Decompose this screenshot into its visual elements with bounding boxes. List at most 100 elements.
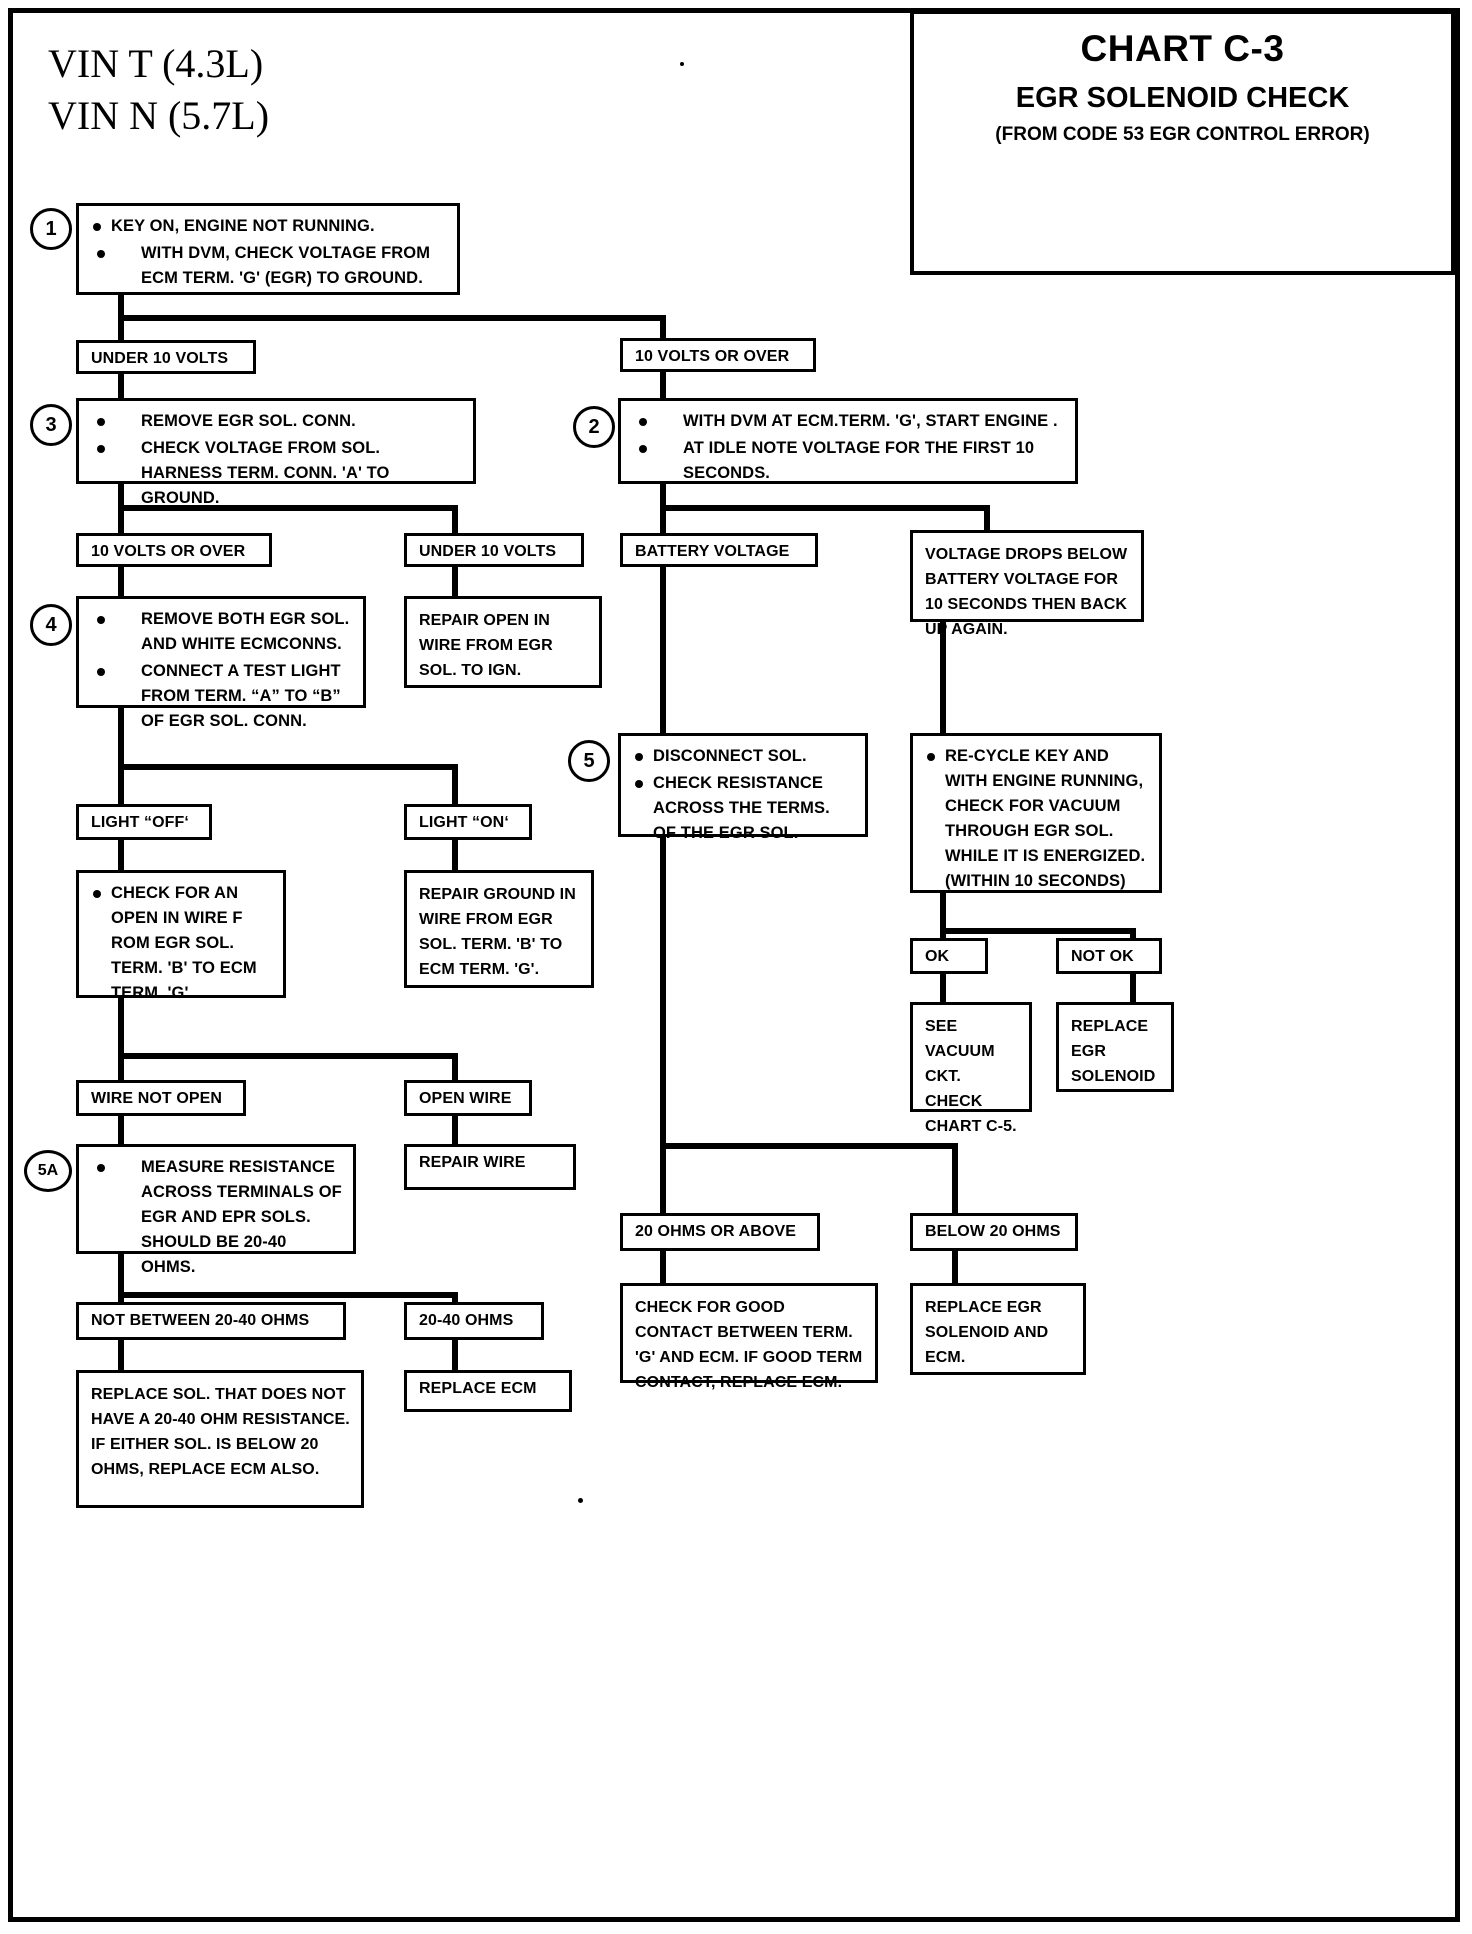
label-ok: OK bbox=[910, 938, 988, 974]
label-under-10-volts-a: UNDER 10 VOLTS bbox=[76, 340, 256, 374]
label-wire-not-open: WIRE NOT OPEN bbox=[76, 1080, 246, 1116]
line-s5-split bbox=[660, 1143, 958, 1149]
step-5a-box: MEASURE RESISTANCE ACROSS TERMINALS OF E… bbox=[76, 1144, 356, 1276]
step-1-bullet-1: KEY ON, ENGINE NOT RUNNING. bbox=[89, 214, 449, 239]
label-20-ohms-or-above: 20 OHMS OR ABOVE bbox=[620, 1213, 820, 1251]
line-checkopen-down bbox=[118, 998, 124, 1060]
result-recycle-key: RE-CYCLE KEY AND WITH ENGINE RUNNING, CH… bbox=[923, 744, 1151, 894]
label-below-20-ohms: BELOW 20 OHMS bbox=[910, 1213, 1078, 1251]
result-repair-ground: REPAIR GROUND IN WIRE FROM EGR SOL. TERM… bbox=[404, 870, 594, 988]
line-s4-right-drop bbox=[452, 764, 458, 804]
line-s4-down bbox=[118, 708, 124, 770]
page-border bbox=[8, 8, 1460, 1922]
line-s3-down bbox=[118, 484, 124, 512]
step-1-box: KEY ON, ENGINE NOT RUNNING. WITH DVM, CH… bbox=[76, 203, 460, 295]
line-ohms-above-drop bbox=[660, 1143, 666, 1215]
line-wirenotopen-drop bbox=[118, 1053, 124, 1085]
step-5-bullet-2: CHECK RESISTANCE ACROSS THE TERMS. OF TH… bbox=[631, 771, 857, 846]
result-voltage-drops: VOLTAGE DROPS BELOW BATTERY VOLTAGE FOR … bbox=[910, 530, 1144, 638]
line-over10b-down bbox=[118, 567, 124, 597]
label-not-ok: NOT OK bbox=[1056, 938, 1162, 974]
step-2-number: 2 bbox=[573, 406, 615, 448]
line-light-off-down bbox=[118, 840, 124, 872]
line-s1-split bbox=[118, 315, 666, 321]
vin-line-2: VIN N (5.7L) bbox=[48, 93, 270, 138]
result-repair-open-ign: REPAIR OPEN IN WIRE FROM EGR SOL. TO IGN… bbox=[404, 596, 602, 688]
line-s4-left-drop bbox=[118, 764, 124, 804]
step-3-box: REMOVE EGR SOL. CONN. CHECK VOLTAGE FROM… bbox=[76, 398, 476, 507]
line-recycle-down bbox=[940, 893, 946, 935]
label-open-wire: OPEN WIRE bbox=[404, 1080, 532, 1116]
label-battery-voltage: BATTERY VOLTAGE bbox=[620, 533, 818, 567]
scan-speck-2 bbox=[578, 1498, 583, 1503]
step-4-bullet-1: REMOVE BOTH EGR SOL. AND WHITE ECMCONNS. bbox=[89, 607, 355, 657]
line-s1-down bbox=[118, 295, 124, 321]
result-repair-wire: REPAIR WIRE bbox=[404, 1144, 576, 1190]
line-under10b-down bbox=[452, 567, 458, 597]
step-2-box: WITH DVM AT ECM.TERM. 'G', START ENGINE … bbox=[618, 398, 1078, 484]
result-replace-sol-not: REPLACE SOL. THAT DOES NOT HAVE A 20-40 … bbox=[76, 1370, 364, 1508]
step-1-number: 1 bbox=[30, 208, 72, 250]
label-10-volts-or-over-b: 10 VOLTS OR OVER bbox=[76, 533, 272, 567]
step-1-bullet-2: WITH DVM, CHECK VOLTAGE FROM ECM TERM. '… bbox=[89, 241, 449, 291]
line-s2-split bbox=[660, 505, 990, 511]
line-s1-right-drop bbox=[660, 315, 666, 340]
line-s3-left-drop bbox=[118, 505, 124, 535]
step-5-number: 5 bbox=[568, 740, 610, 782]
result-check-open-wire-box: CHECK FOR AN OPEN IN WIRE F ROM EGR SOL.… bbox=[76, 870, 286, 1002]
line-s5a-split bbox=[118, 1292, 458, 1298]
line-s5-down bbox=[660, 837, 666, 1149]
chart-title: EGR SOLENOID CHECK bbox=[1015, 82, 1350, 114]
step-5a-bullet-1: MEASURE RESISTANCE ACROSS TERMINALS OF E… bbox=[89, 1155, 345, 1280]
line-ohms-below-drop bbox=[952, 1143, 958, 1215]
line-s4-split bbox=[118, 764, 458, 770]
line-s3-right-drop bbox=[452, 505, 458, 535]
vin-line-1: VIN T (4.3L) bbox=[48, 41, 264, 86]
line-s2-right-drop bbox=[984, 505, 990, 535]
step-5-bullet-1: DISCONNECT SOL. bbox=[631, 744, 857, 769]
label-light-on: LIGHT “ON‘ bbox=[404, 804, 532, 840]
chart-number: CHART C-3 bbox=[1080, 28, 1285, 69]
label-10-volts-or-over-a: 10 VOLTS OR OVER bbox=[620, 338, 816, 372]
step-2-bullet-2: AT IDLE NOTE VOLTAGE FOR THE FIRST 10 SE… bbox=[631, 436, 1067, 486]
line-s3-split bbox=[118, 505, 458, 511]
line-openwire-drop bbox=[452, 1053, 458, 1085]
step-3-bullet-2: CHECK VOLTAGE FROM SOL. HARNESS TERM. CO… bbox=[89, 436, 465, 511]
line-wirenotopen-down bbox=[118, 1116, 124, 1148]
line-over10a-down bbox=[660, 372, 666, 398]
step-4-bullet-2: CONNECT A TEST LIGHT FROM TERM. “A” TO “… bbox=[89, 659, 355, 734]
line-ok-down bbox=[940, 974, 946, 1004]
line-between-down bbox=[452, 1340, 458, 1372]
line-wire-split bbox=[118, 1053, 458, 1059]
step-5a-number: 5A bbox=[24, 1150, 72, 1192]
label-20-40-ohms: 20-40 OHMS bbox=[404, 1302, 544, 1340]
step-5-box: DISCONNECT SOL. CHECK RESISTANCE ACROSS … bbox=[618, 733, 868, 842]
step-2-bullet-1: WITH DVM AT ECM.TERM. 'G', START ENGINE … bbox=[631, 409, 1067, 434]
line-battery-voltage-down bbox=[660, 567, 666, 735]
step-3-bullet-1: REMOVE EGR SOL. CONN. bbox=[89, 409, 465, 434]
line-s2-left-drop bbox=[660, 505, 666, 535]
line-voltage-drops-down bbox=[940, 622, 946, 737]
line-openwire-down bbox=[452, 1116, 458, 1148]
label-not-between-20-40-ohms: NOT BETWEEN 20-40 OHMS bbox=[76, 1302, 346, 1340]
line-s5a-down bbox=[118, 1254, 124, 1300]
label-under-10-volts-b: UNDER 10 VOLTS bbox=[404, 533, 584, 567]
line-light-on-down bbox=[452, 840, 458, 872]
result-replace-egr-and-ecm: REPLACE EGR SOLENOID AND ECM. bbox=[910, 1283, 1086, 1375]
line-s2-down bbox=[660, 484, 666, 512]
chart-title-box: CHART C-3 EGR SOLENOID CHECK (FROM CODE … bbox=[910, 10, 1455, 275]
chart-subtitle: (FROM CODE 53 EGR CONTROL ERROR) bbox=[995, 124, 1370, 145]
result-check-open-wire: CHECK FOR AN OPEN IN WIRE F ROM EGR SOL.… bbox=[89, 881, 275, 1006]
line-s1-left-drop bbox=[118, 315, 124, 342]
step-4-box: REMOVE BOTH EGR SOL. AND WHITE ECMCONNS.… bbox=[76, 596, 366, 730]
step-4-number: 4 bbox=[30, 604, 72, 646]
line-under10a-down bbox=[118, 374, 124, 400]
line-ohms-below-down bbox=[952, 1251, 958, 1285]
result-see-vacuum: SEE VACUUM CKT. CHECK CHART C-5. bbox=[910, 1002, 1032, 1135]
step-3-number: 3 bbox=[30, 404, 72, 446]
result-replace-ecm: REPLACE ECM bbox=[404, 1370, 572, 1412]
result-check-good-contact: CHECK FOR GOOD CONTACT BETWEEN TERM. 'G'… bbox=[620, 1283, 878, 1391]
label-light-off: LIGHT “OFF‘ bbox=[76, 804, 212, 840]
line-notok-down bbox=[1130, 974, 1136, 1004]
